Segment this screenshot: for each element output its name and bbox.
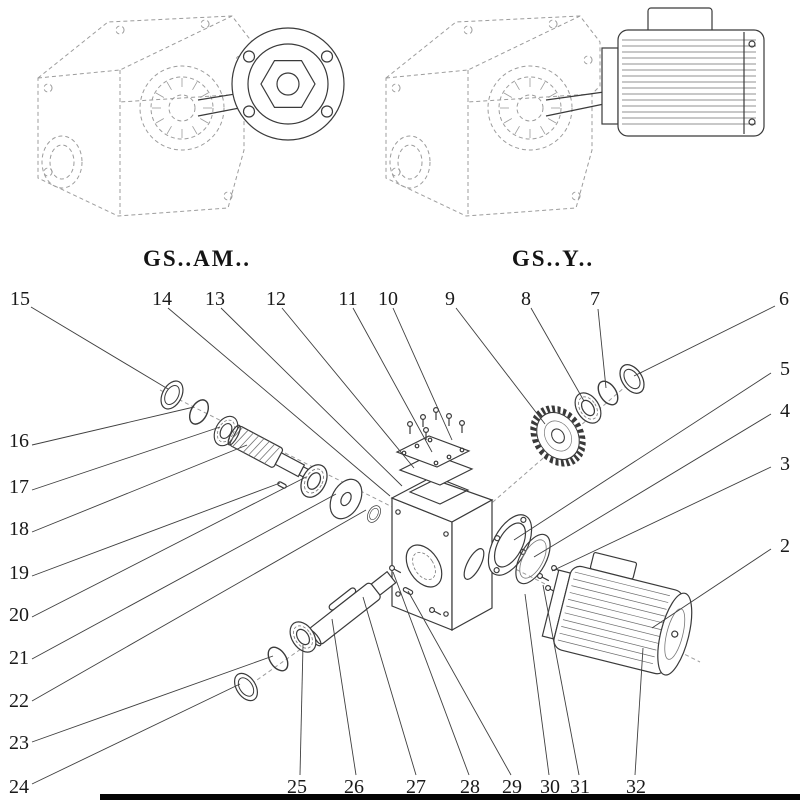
small-ring-22 — [364, 503, 384, 525]
part-number-20: 20 — [9, 604, 29, 626]
motor-top-view — [601, 7, 765, 137]
part-number-15: 15 — [10, 288, 30, 310]
snap-ring-16 — [185, 396, 213, 428]
part-number-5: 5 — [780, 358, 790, 380]
leader-line-27 — [362, 596, 417, 776]
part-number-23: 23 — [9, 732, 29, 754]
leader-line-14 — [167, 307, 391, 497]
leader-line-4 — [533, 413, 772, 558]
part-number-3: 3 — [780, 453, 790, 475]
part-number-17: 17 — [9, 476, 29, 498]
gearmotor-top-view — [385, 7, 765, 217]
leader-line-19 — [31, 482, 281, 577]
part-number-30: 30 — [540, 776, 560, 798]
part-number-13: 13 — [205, 288, 225, 310]
leader-line-18 — [31, 444, 248, 533]
part-number-10: 10 — [378, 288, 398, 310]
input-boss-hatch-right — [500, 78, 560, 138]
part-number-18: 18 — [9, 518, 29, 540]
motor-fins-top-view — [622, 39, 756, 125]
part-number-8: 8 — [521, 288, 531, 310]
leader-lines-layer — [30, 305, 776, 785]
part-number-16: 16 — [9, 430, 29, 452]
motor-fins — [557, 571, 670, 665]
part-number-27: 27 — [406, 776, 426, 798]
leader-line-29 — [407, 590, 512, 776]
part-number-2: 2 — [780, 535, 790, 557]
leader-line-22 — [31, 509, 367, 702]
worm-wheel-washer-21 — [329, 478, 363, 520]
part-number-28: 28 — [460, 776, 480, 798]
cover-plate-assembly — [395, 407, 474, 486]
housing-dashed-outline-left — [37, 15, 253, 217]
leader-line-9 — [455, 307, 546, 425]
gear-housing — [390, 477, 494, 632]
leader-line-15 — [30, 306, 169, 390]
model-label-gs-am: GS..AM.. — [143, 246, 251, 271]
part-number-24: 24 — [9, 776, 29, 798]
gasket-4 — [515, 533, 551, 585]
leader-line-28 — [392, 571, 470, 776]
leader-line-24 — [31, 683, 241, 785]
part-number-22: 22 — [9, 690, 29, 712]
leader-line-26 — [331, 618, 357, 776]
leader-line-16 — [31, 406, 195, 446]
leader-line-12 — [281, 307, 415, 469]
part-number-12: 12 — [266, 288, 286, 310]
bolt-31a — [536, 572, 551, 584]
part-number-6: 6 — [779, 288, 789, 310]
part-number-14: 14 — [152, 288, 172, 310]
leader-line-5 — [513, 372, 772, 541]
leader-line-10 — [392, 307, 453, 441]
part-number-21: 21 — [9, 647, 29, 669]
motor-shaft-link — [545, 91, 605, 117]
leader-line-31 — [542, 584, 580, 776]
leader-line-32 — [634, 647, 644, 776]
part-number-32: 32 — [626, 776, 646, 798]
part-number-11: 11 — [338, 288, 358, 310]
leader-line-2 — [651, 548, 772, 629]
input-flange — [197, 27, 345, 141]
leader-line-30 — [524, 593, 550, 776]
part-number-19: 19 — [9, 562, 29, 584]
part-number-9: 9 — [445, 288, 455, 310]
leader-line-6 — [633, 305, 776, 377]
leader-line-11 — [352, 307, 433, 453]
housing-dashed-outline-right — [385, 15, 601, 217]
output-flange-5 — [487, 514, 533, 576]
snap-ring-23 — [263, 643, 293, 675]
output-shaft-26-27 — [306, 570, 397, 647]
bottom-border — [100, 794, 800, 800]
leader-line-13 — [220, 307, 403, 487]
model-label-gs-y: GS..Y.. — [511, 246, 595, 271]
part-number-25: 25 — [287, 776, 307, 798]
input-boss-hatch-left — [152, 78, 212, 138]
leader-line-3 — [551, 466, 772, 572]
part-number-29: 29 — [502, 776, 522, 798]
leader-line-21 — [31, 493, 337, 660]
leader-line-8 — [530, 307, 585, 402]
helical-gear-9 — [530, 405, 586, 467]
leader-line-7 — [597, 308, 607, 389]
leader-line-23 — [31, 655, 274, 743]
gearbox-flange-top-view — [37, 15, 345, 217]
leader-line-25 — [299, 644, 304, 776]
part-number-26: 26 — [344, 776, 364, 798]
seal-ring-6 — [614, 359, 650, 399]
motor-2 — [541, 551, 693, 676]
part-number-4: 4 — [780, 400, 790, 422]
seal-ring-15 — [155, 376, 189, 414]
worm-shaft-18 — [226, 424, 315, 482]
part-number-31: 31 — [570, 776, 590, 798]
leader-line-20 — [31, 476, 307, 618]
exploded-assembly — [155, 359, 701, 706]
part-number-7: 7 — [590, 288, 600, 310]
leader-line-17 — [31, 426, 221, 491]
